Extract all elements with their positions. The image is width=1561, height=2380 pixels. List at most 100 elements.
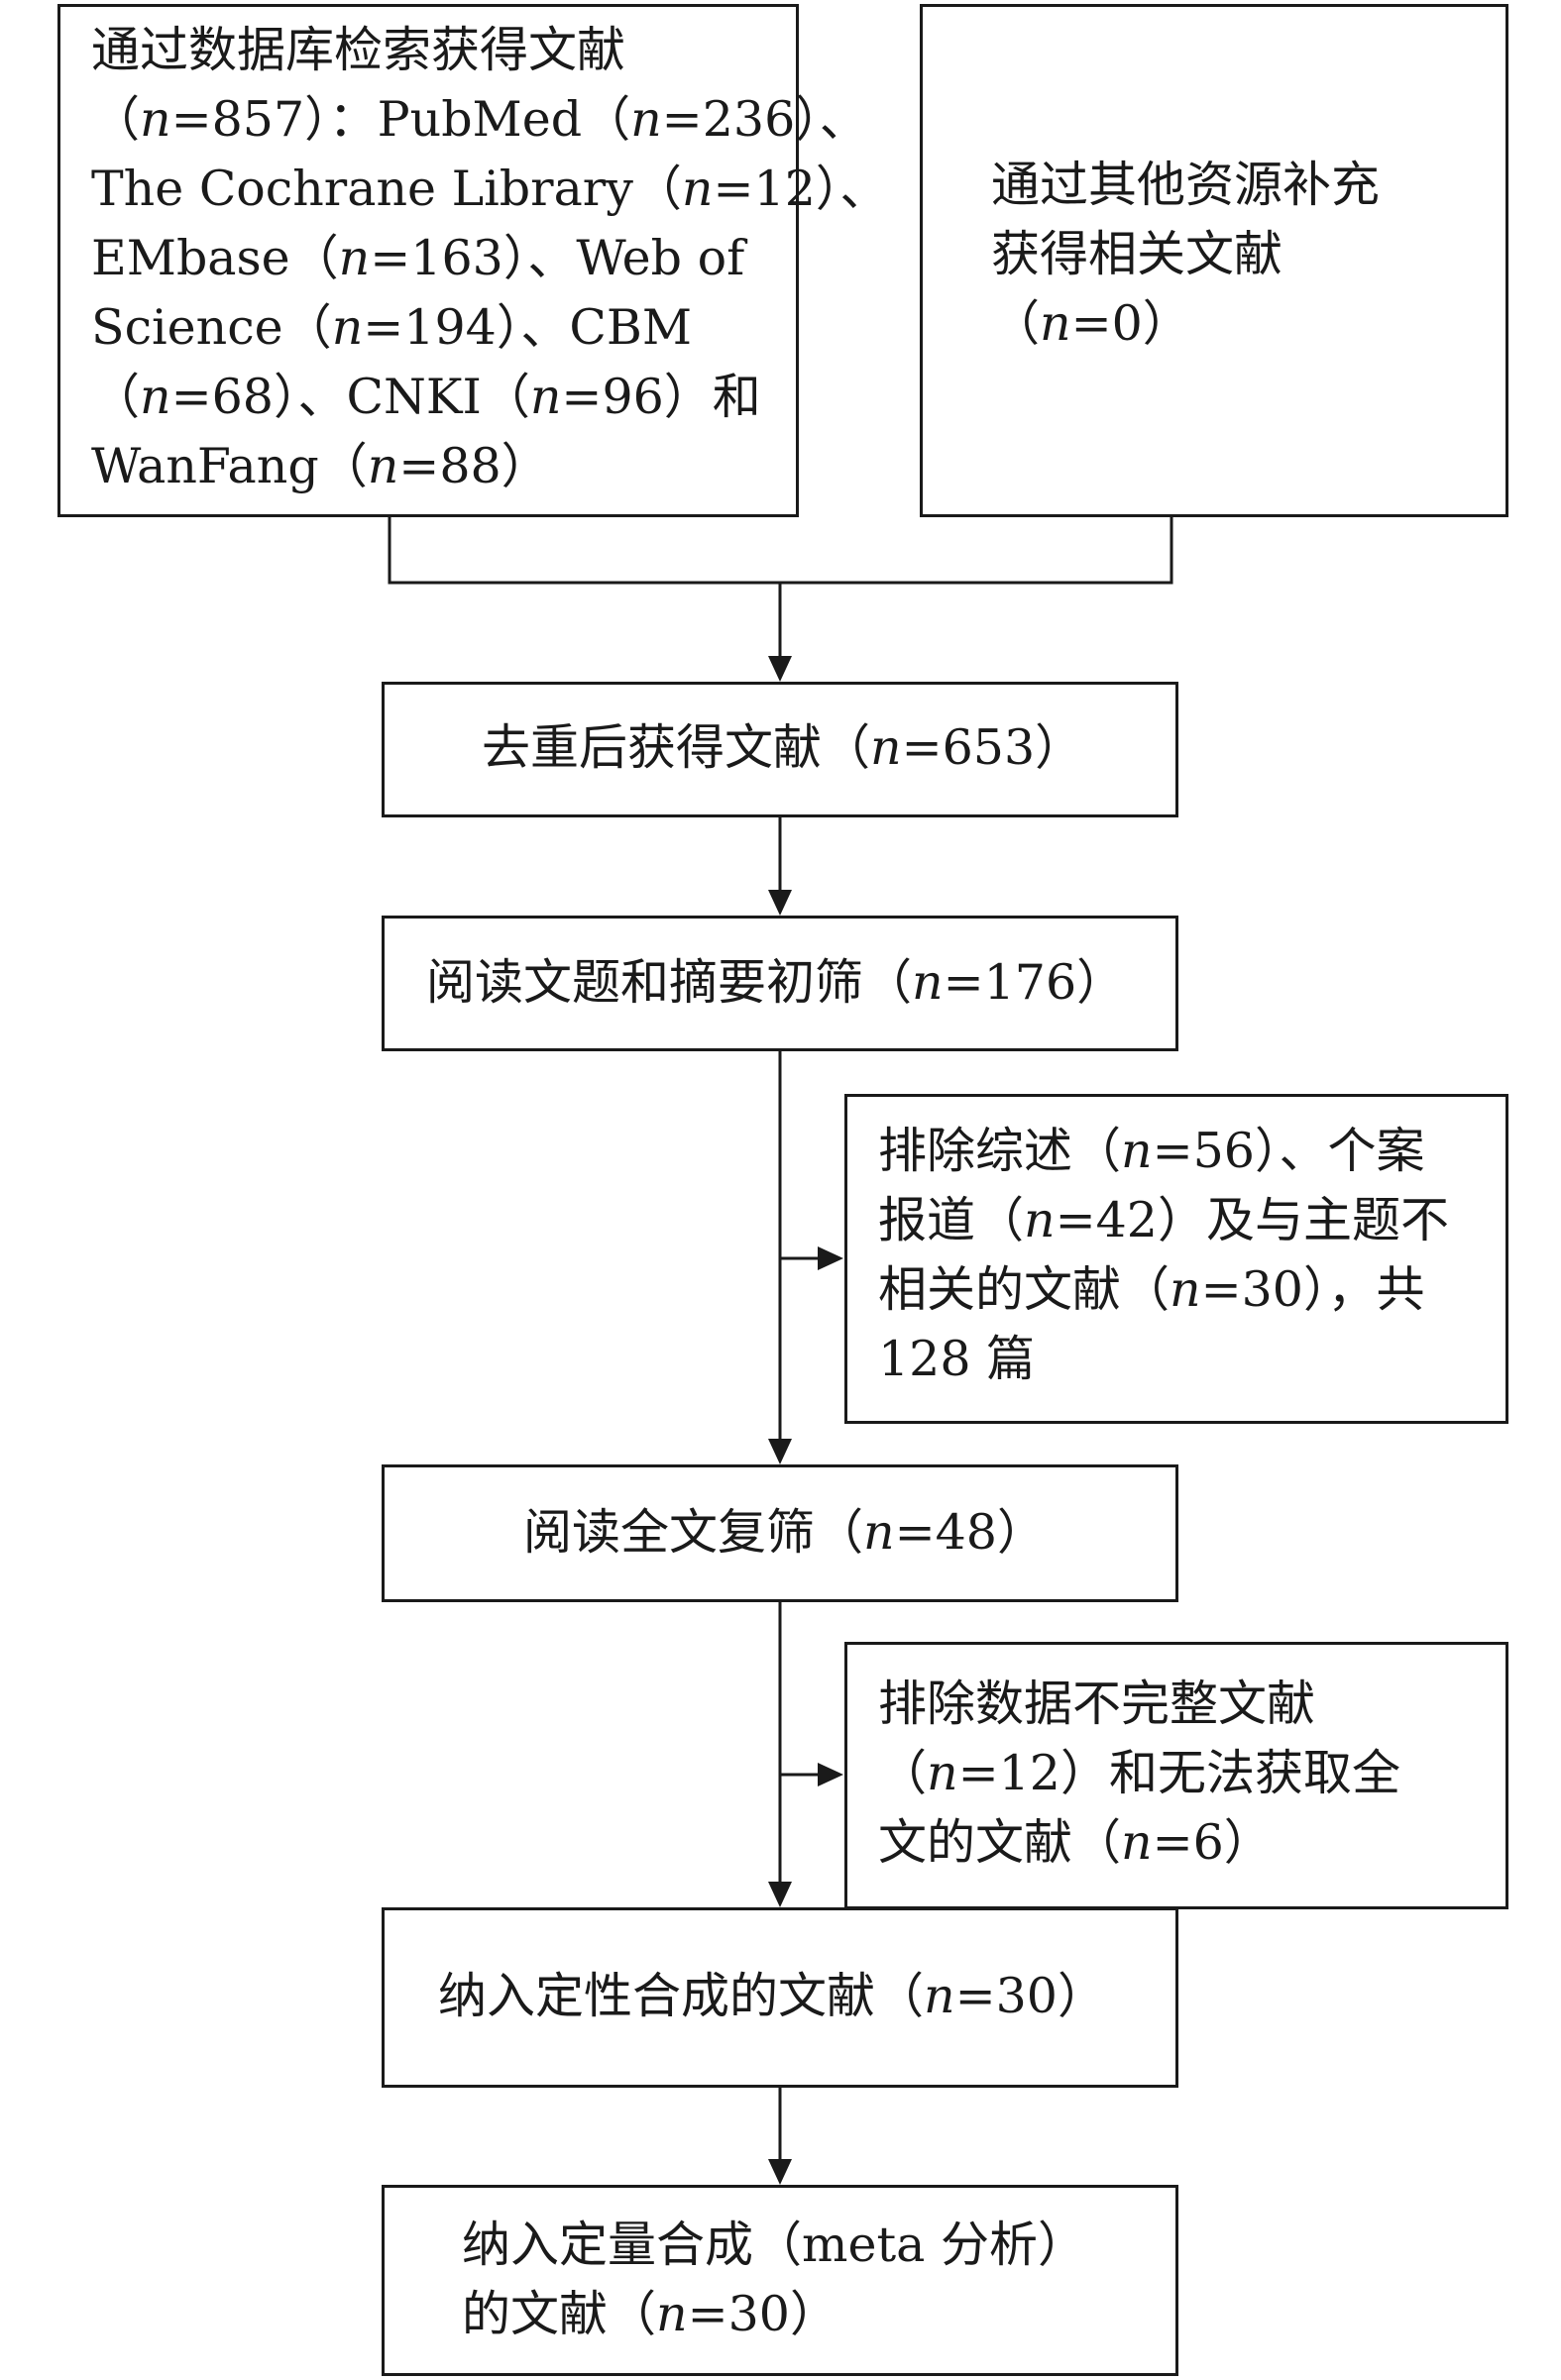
database-search-box bbox=[57, 4, 799, 517]
quantitative-synthesis-box bbox=[382, 2185, 1178, 2376]
text-segment: 获得相关文献 bbox=[991, 226, 1283, 282]
text-line: WanFang（n=88） bbox=[91, 432, 888, 501]
text-segment: 相关的文献（ bbox=[878, 1261, 1171, 1318]
text-segment: 阅读文题和摘要初筛（ bbox=[426, 954, 913, 1011]
italic-variable: n bbox=[367, 438, 399, 494]
text-line: 通过数据库检索获得文献 bbox=[91, 16, 888, 85]
text-segment: 报道（ bbox=[878, 1192, 1025, 1248]
italic-variable: n bbox=[1121, 1123, 1153, 1179]
text-line: 文的文献（n=6） bbox=[878, 1808, 1400, 1878]
dedup-box bbox=[382, 682, 1178, 817]
arrowhead-fulltext-screen bbox=[768, 1439, 792, 1464]
text-segment: =48） bbox=[894, 1504, 1046, 1561]
italic-variable: n bbox=[140, 369, 171, 425]
italic-variable: n bbox=[331, 299, 364, 356]
qualitative-synthesis-text: 纳入定性合成的文献（n=30） bbox=[438, 1962, 1106, 2031]
text-line: 报道（n=42）及与主题不 bbox=[878, 1186, 1449, 1255]
dedup-text: 去重后获得文献（n=653） bbox=[482, 713, 1083, 783]
italic-variable: n bbox=[630, 91, 662, 148]
text-segment: Science（ bbox=[91, 299, 332, 356]
text-segment: （ bbox=[991, 295, 1041, 352]
text-line: 阅读文题和摘要初筛（n=176） bbox=[426, 948, 1125, 1018]
text-segment: =236）、 bbox=[661, 91, 868, 148]
merge-connector bbox=[388, 517, 1173, 585]
title-abstract-screen-box bbox=[382, 916, 1178, 1051]
text-segment: The Cochrane Library（ bbox=[91, 161, 682, 217]
fulltext-screen-box bbox=[382, 1464, 1178, 1602]
text-segment: =96）和 bbox=[561, 369, 761, 425]
italic-variable: n bbox=[1121, 1814, 1153, 1871]
text-segment: （ bbox=[91, 91, 141, 148]
text-segment: 排除数据不完整文献 bbox=[878, 1676, 1316, 1732]
text-segment: =30） bbox=[954, 1968, 1106, 2024]
text-segment: =6） bbox=[1152, 1814, 1273, 1871]
text-segment: =68）、CNKI（ bbox=[170, 369, 530, 425]
text-segment: 通过数据库检索获得文献 bbox=[91, 22, 626, 78]
italic-variable: n bbox=[912, 954, 944, 1011]
text-line: （n=857）：PubMed（n=236）、 bbox=[91, 85, 888, 155]
italic-variable: n bbox=[681, 161, 714, 217]
text-segment: 纳入定量合成（meta 分析） bbox=[462, 2217, 1086, 2273]
text-line: 相关的文献（n=30），共 bbox=[878, 1255, 1449, 1325]
text-segment: EMbase（ bbox=[91, 230, 339, 286]
text-line: 获得相关文献 bbox=[991, 220, 1380, 289]
exclusion-2-text: 排除数据不完整文献（n=12）和无法获取全文的文献（n=6） bbox=[878, 1670, 1400, 1878]
text-line: 纳入定量合成（meta 分析） bbox=[462, 2211, 1086, 2280]
italic-variable: n bbox=[927, 1745, 958, 1801]
text-segment: =12）和无法获取全 bbox=[957, 1745, 1400, 1801]
text-line: 去重后获得文献（n=653） bbox=[482, 713, 1083, 783]
text-line: EMbase（n=163）、Web of bbox=[91, 224, 888, 293]
italic-variable: n bbox=[1040, 295, 1071, 352]
italic-variable: n bbox=[529, 369, 562, 425]
italic-variable: n bbox=[924, 1968, 955, 2024]
text-segment: =194）、CBM bbox=[363, 299, 693, 356]
qualitative-synthesis-box bbox=[382, 1907, 1178, 2088]
text-segment: =163）、Web of bbox=[370, 230, 745, 286]
text-segment: =42）及与主题不 bbox=[1055, 1192, 1449, 1248]
text-line: The Cochrane Library（n=12）、 bbox=[91, 155, 888, 224]
text-line: （n=68）、CNKI（n=96）和 bbox=[91, 363, 888, 432]
arrowhead-qualitative bbox=[768, 1882, 792, 1907]
other-sources-box bbox=[920, 4, 1508, 517]
italic-variable: n bbox=[863, 1504, 895, 1561]
text-line: Science（n=194）、CBM bbox=[91, 293, 888, 363]
quantitative-synthesis-text: 纳入定量合成（meta 分析） 的文献（n=30） bbox=[462, 2211, 1086, 2349]
italic-variable: n bbox=[140, 91, 171, 148]
text-segment: =88） bbox=[398, 438, 550, 494]
text-segment: 纳入定性合成的文献（ bbox=[438, 1968, 925, 2024]
arrowhead-title-screen bbox=[768, 890, 792, 916]
text-segment: =857）：PubMed（ bbox=[170, 91, 631, 148]
text-segment: =653） bbox=[901, 719, 1084, 776]
italic-variable: n bbox=[1024, 1192, 1056, 1248]
text-line: （n=12）和无法获取全 bbox=[878, 1739, 1400, 1808]
text-segment: =30），共 bbox=[1200, 1261, 1425, 1318]
italic-variable: n bbox=[338, 230, 371, 286]
italic-variable: n bbox=[656, 2286, 688, 2342]
text-line: 的文献（n=30） bbox=[462, 2280, 1086, 2349]
text-line: 128 篇 bbox=[878, 1325, 1449, 1394]
arrowhead-exclusion-2 bbox=[818, 1763, 843, 1786]
italic-variable: n bbox=[870, 719, 902, 776]
text-line: 排除综述（n=56）、个案 bbox=[878, 1117, 1449, 1186]
arrowhead-quantitative bbox=[768, 2159, 792, 2185]
text-segment: 文的文献（ bbox=[878, 1814, 1122, 1871]
text-segment: =30） bbox=[687, 2286, 838, 2342]
text-segment: =176） bbox=[943, 954, 1126, 1011]
text-line: 阅读全文复筛（n=48） bbox=[523, 1498, 1046, 1568]
text-line: 排除数据不完整文献 bbox=[878, 1670, 1400, 1739]
text-segment: 通过其他资源补充 bbox=[991, 157, 1381, 213]
text-segment: （ bbox=[878, 1745, 928, 1801]
arrowhead-exclusion-1 bbox=[818, 1246, 843, 1270]
exclusion-1-box bbox=[844, 1094, 1508, 1424]
italic-variable: n bbox=[1170, 1261, 1201, 1318]
text-line: 纳入定性合成的文献（n=30） bbox=[438, 1962, 1106, 2031]
database-search-text: 通过数据库检索获得文献（n=857）：PubMed（n=236）、The Coc… bbox=[91, 16, 888, 501]
text-segment: （ bbox=[91, 369, 141, 425]
arrowhead-dedup bbox=[768, 656, 792, 682]
text-segment: =56）、个案 bbox=[1152, 1123, 1425, 1179]
other-sources-text: 通过其他资源补充获得相关文献（n=0） bbox=[991, 151, 1380, 359]
text-segment: WanFang（ bbox=[91, 438, 368, 494]
fulltext-screen-text: 阅读全文复筛（n=48） bbox=[523, 1498, 1046, 1568]
